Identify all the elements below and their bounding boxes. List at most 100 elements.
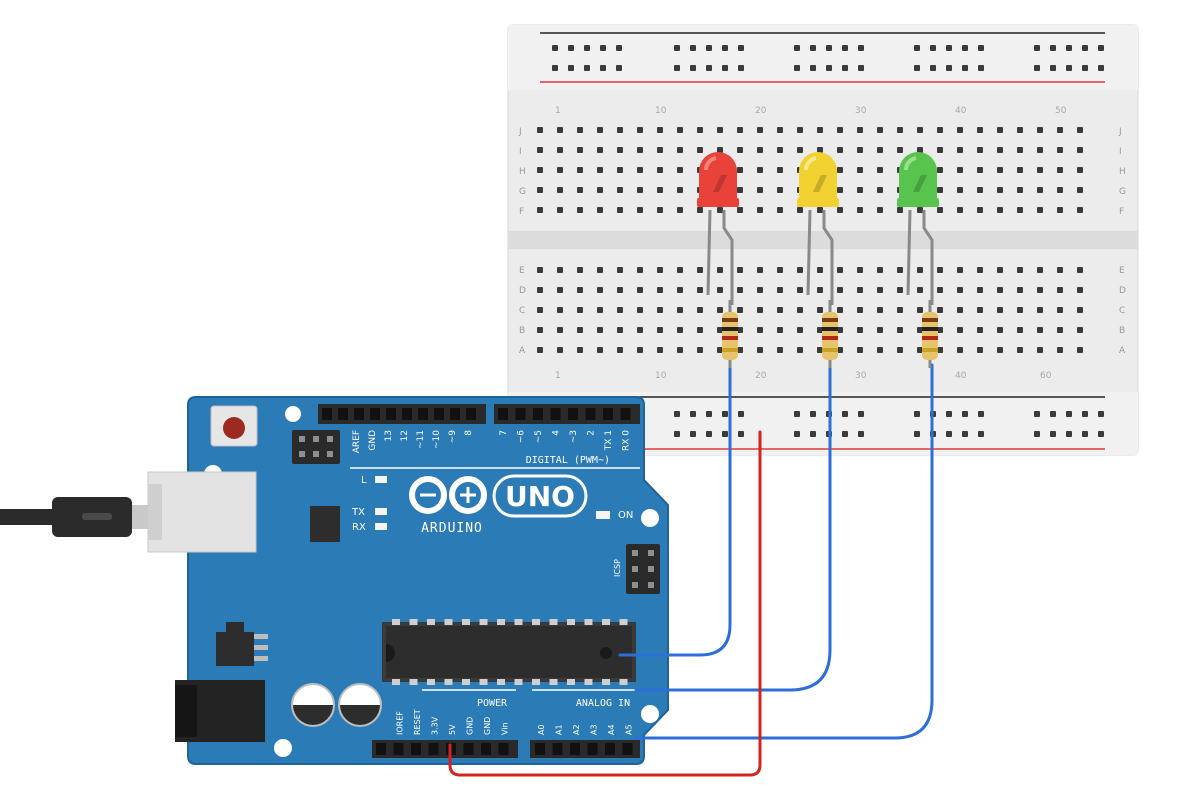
column-number: 40: [955, 106, 967, 116]
header-socket[interactable]: [481, 743, 491, 755]
breadboard-hole: [557, 167, 563, 173]
breadboard-hole: [737, 327, 743, 333]
header-socket[interactable]: [402, 408, 412, 420]
breadboard-hole: [677, 347, 683, 353]
rail-hole: [722, 65, 728, 71]
column-numbers-top: 1 10 20 30 40 50: [555, 106, 1067, 116]
rail-hole: [1050, 411, 1056, 417]
breadboard-hole: [837, 287, 843, 293]
header-socket[interactable]: [386, 408, 396, 420]
rail-hole: [1082, 431, 1088, 437]
header-socket[interactable]: [322, 408, 332, 420]
header-socket[interactable]: [535, 743, 545, 755]
header-socket[interactable]: [376, 743, 386, 755]
row-letter: C: [1119, 306, 1125, 316]
header-socket[interactable]: [466, 408, 476, 420]
wire-yellow-led-signal: [634, 363, 832, 692]
header-socket[interactable]: [434, 408, 444, 420]
led-leg: [706, 209, 712, 296]
breadboard-hole: [817, 347, 823, 353]
header-socket[interactable]: [411, 743, 421, 755]
analog-pin-label: A1: [555, 724, 564, 735]
led-l: [375, 476, 387, 483]
header-socket[interactable]: [515, 408, 526, 420]
digital-pin-label: 12: [400, 430, 410, 441]
mounting-hole: [274, 739, 292, 757]
breadboard-hole: [1077, 187, 1083, 193]
header-socket[interactable]: [338, 408, 348, 420]
breadboard-hole: [837, 267, 843, 273]
capacitor: [291, 683, 335, 727]
row-letter: G: [519, 187, 526, 197]
breadboard-hole: [777, 127, 783, 133]
icsp-pin: [313, 436, 319, 442]
header-socket[interactable]: [605, 743, 615, 755]
breadboard-hole: [537, 287, 543, 293]
breadboard-hole: [1057, 327, 1063, 333]
breadboard-hole: [977, 287, 983, 293]
rail-hole: [690, 45, 696, 51]
breadboard-hole: [537, 267, 543, 273]
breadboard-hole: [677, 207, 683, 213]
rail-hole: [810, 431, 816, 437]
header-socket[interactable]: [568, 408, 578, 420]
chip-pin: [392, 619, 400, 625]
row-letter: B: [1119, 326, 1125, 336]
header-socket[interactable]: [428, 743, 439, 755]
led-red: [697, 152, 739, 305]
breadboard-hole: [1037, 187, 1043, 193]
header-socket[interactable]: [552, 743, 563, 755]
breadboard-hole: [897, 287, 903, 293]
header-socket[interactable]: [550, 408, 561, 420]
icsp-pin: [327, 451, 333, 457]
led-die: [713, 175, 727, 192]
power-pin-label: 3.3V: [431, 716, 440, 735]
reset-button[interactable]: [223, 417, 245, 439]
breadboard-hole: [897, 127, 903, 133]
column-number: 10: [655, 371, 667, 381]
header-socket[interactable]: [587, 743, 598, 755]
chip-pin: [567, 679, 575, 685]
breadboard-hole: [577, 187, 583, 193]
header-socket[interactable]: [393, 743, 404, 755]
header-socket[interactable]: [620, 408, 631, 420]
breadboard-hole: [837, 167, 843, 173]
breadboard-hole: [577, 287, 583, 293]
breadboard-hole: [937, 347, 943, 353]
header-socket[interactable]: [450, 408, 460, 420]
rail-hole: [584, 65, 590, 71]
breadboard-hole: [777, 187, 783, 193]
header-socket[interactable]: [570, 743, 580, 755]
rail-hole: [1034, 431, 1040, 437]
breadboard-hole: [997, 207, 1003, 213]
header-socket[interactable]: [498, 743, 509, 755]
rail-hole: [1066, 65, 1072, 71]
chip-pin: [497, 679, 505, 685]
breadboard-hole: [557, 327, 563, 333]
breadboard-hole: [937, 127, 943, 133]
header-socket[interactable]: [463, 743, 474, 755]
rail-hole: [978, 431, 984, 437]
header-socket[interactable]: [585, 408, 596, 420]
resistor-band: [722, 318, 738, 322]
led-lens: [899, 152, 937, 200]
breadboard-hole: [597, 287, 603, 293]
resistor-band: [722, 336, 738, 340]
breadboard-hole: [957, 127, 963, 133]
breadboard-hole: [677, 307, 683, 313]
header-socket[interactable]: [603, 408, 613, 420]
header-socket[interactable]: [498, 408, 508, 420]
header-socket[interactable]: [354, 408, 364, 420]
header-socket[interactable]: [418, 408, 428, 420]
rail-hole: [722, 431, 728, 437]
analog-pin-label: A3: [590, 724, 599, 735]
header-socket[interactable]: [622, 743, 633, 755]
breadboard-hole: [1037, 287, 1043, 293]
breadboard-hole: [997, 167, 1003, 173]
rail-hole: [842, 65, 848, 71]
row-letter: D: [1119, 286, 1126, 296]
regulator-lead: [254, 656, 268, 661]
header-socket[interactable]: [370, 408, 380, 420]
header-socket[interactable]: [533, 408, 543, 420]
power-pin-label: RESET: [413, 709, 422, 735]
